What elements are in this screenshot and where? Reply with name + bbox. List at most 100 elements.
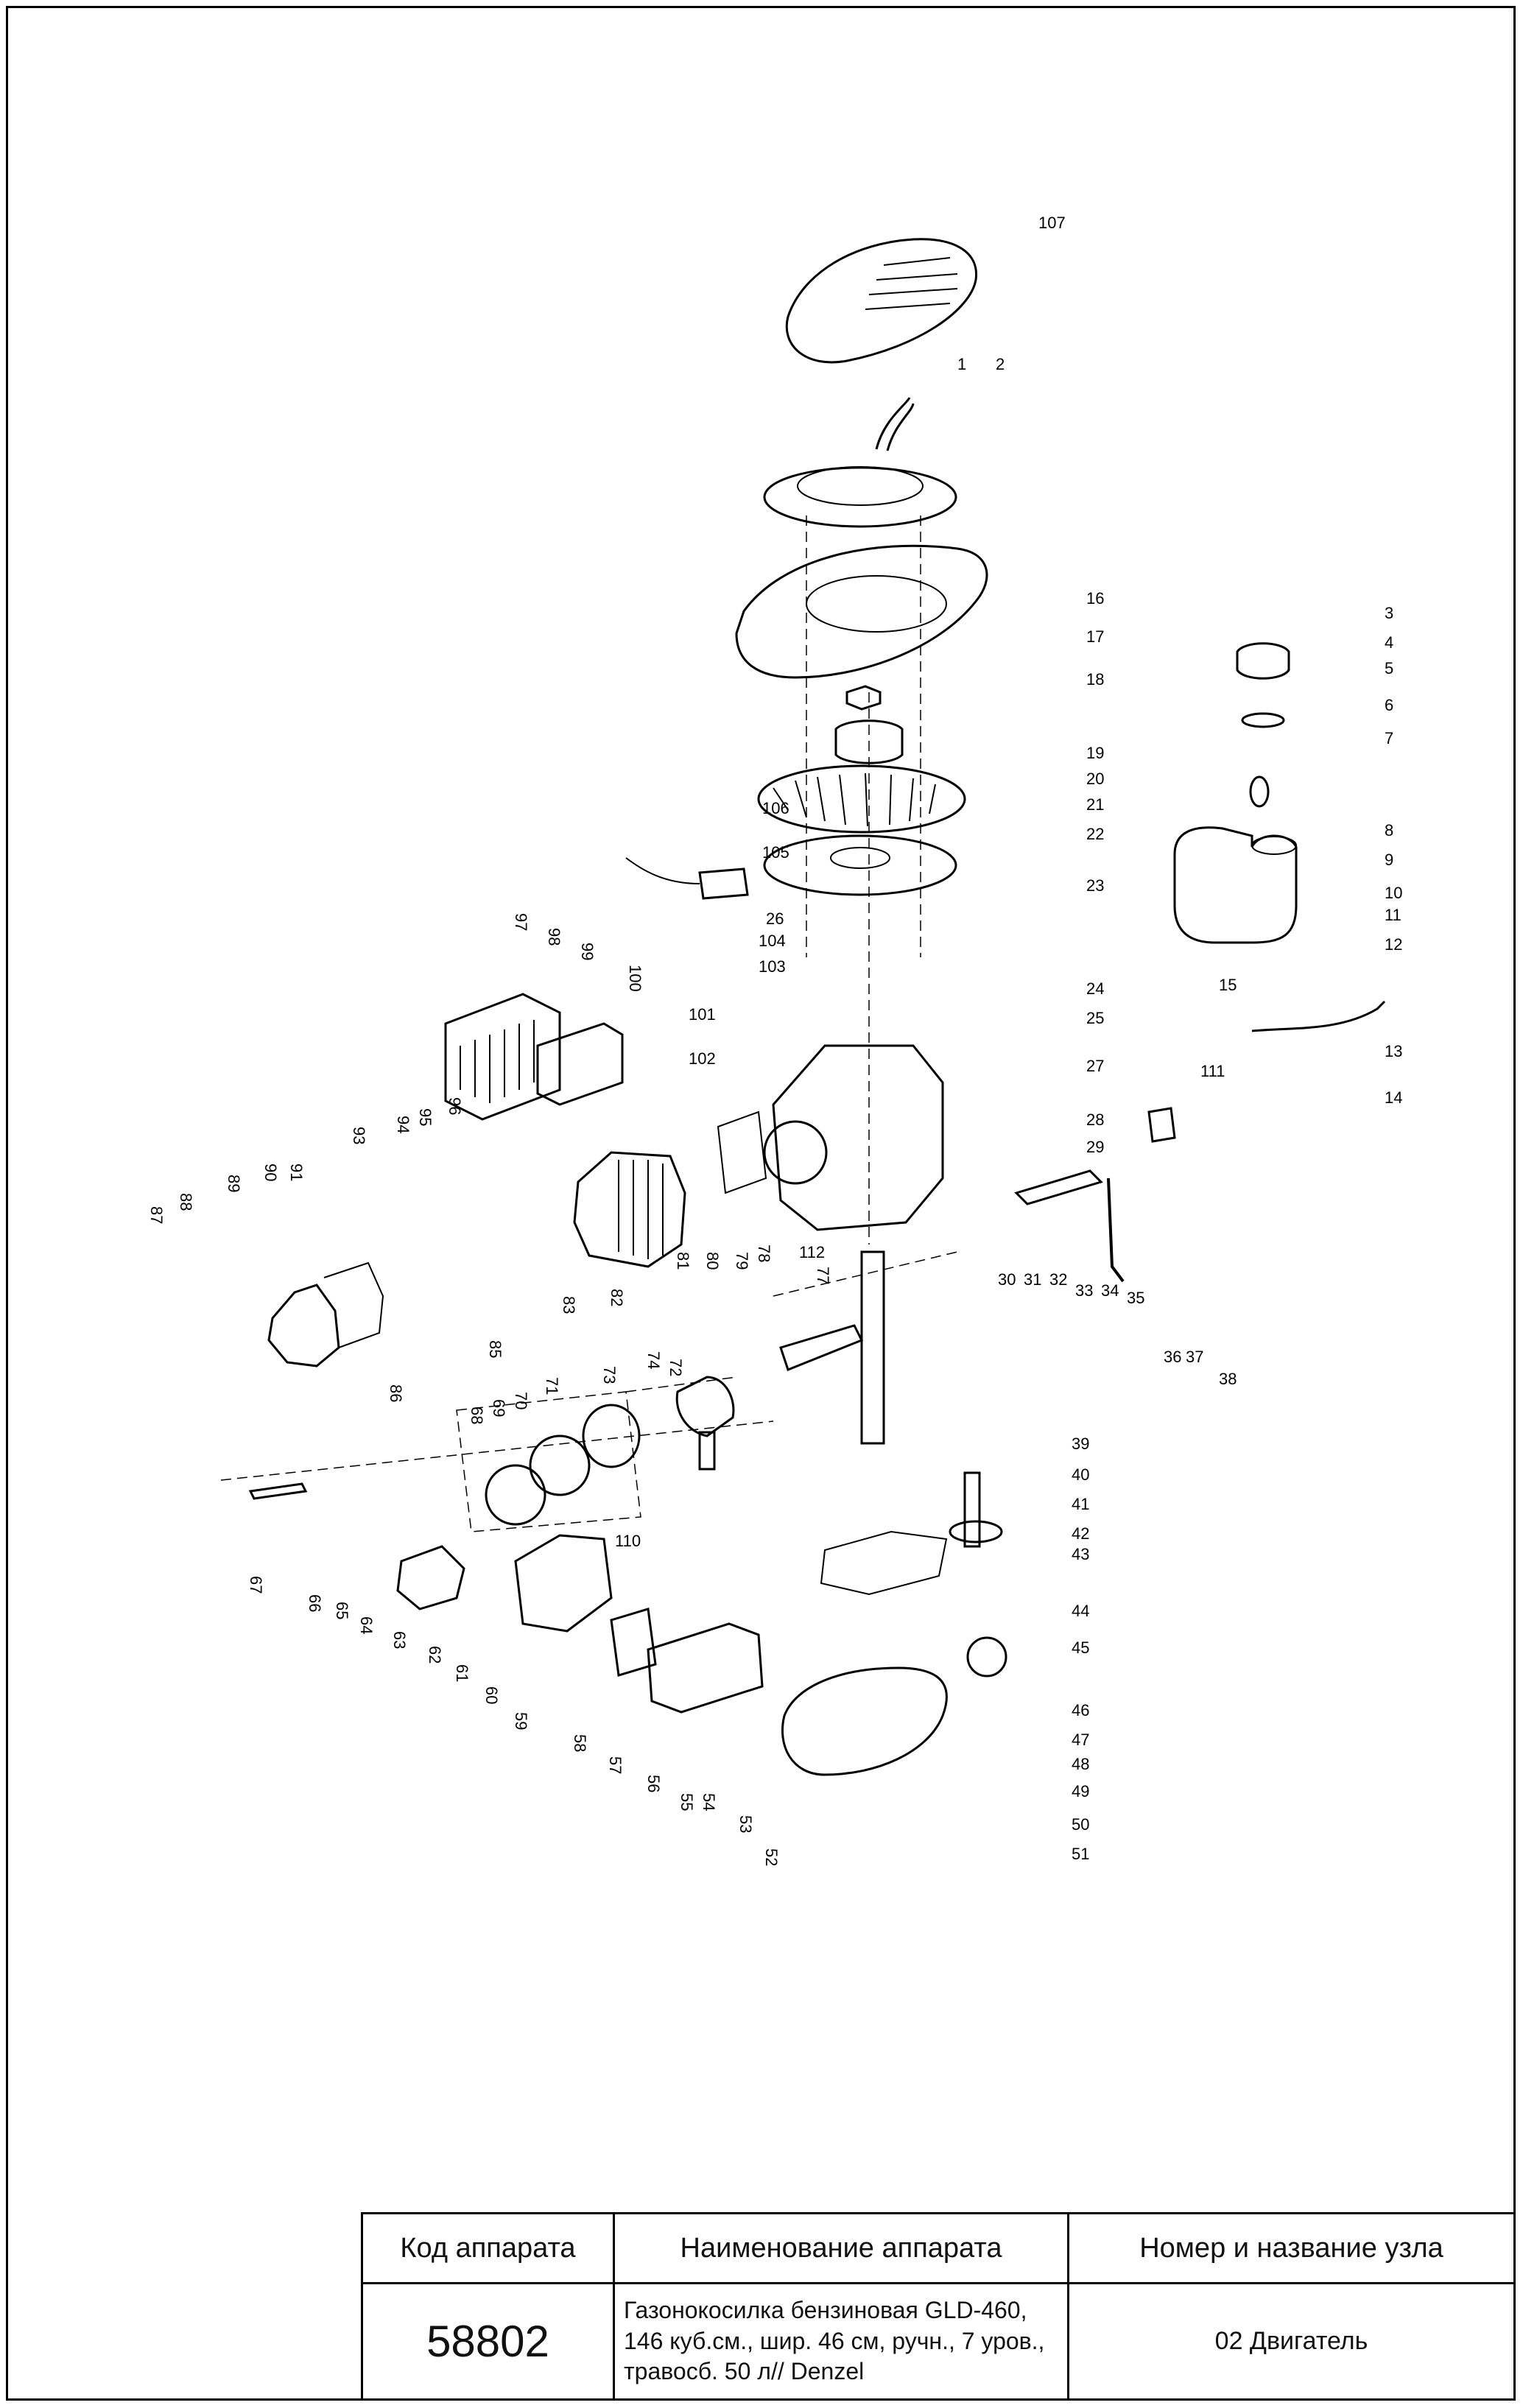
callout-55: 55 [678, 1793, 696, 1811]
callout-103: 103 [759, 957, 786, 976]
callout-74: 74 [644, 1351, 663, 1369]
callout-83: 83 [560, 1296, 578, 1314]
callout-85: 85 [486, 1340, 504, 1358]
header-code: Код аппарата [361, 2212, 615, 2284]
callout-43: 43 [1072, 1545, 1089, 1563]
callout-80: 80 [703, 1252, 722, 1270]
callout-79: 79 [733, 1252, 751, 1270]
callout-95: 95 [416, 1108, 435, 1126]
callout-56: 56 [644, 1775, 663, 1792]
piston-group-outline-110 [456, 1376, 737, 1532]
callout-30: 30 [998, 1270, 1016, 1289]
callout-15: 15 [1219, 976, 1237, 994]
spark-plug-wire [625, 857, 700, 884]
piston-pin-72 [698, 1431, 716, 1471]
insulator-gasket-67 [248, 1482, 308, 1500]
carb-group-outline [220, 1251, 958, 1481]
governor-arm-28 [1014, 1169, 1103, 1205]
callout-104: 104 [759, 932, 786, 950]
valve-cover-gasket-88 [323, 1261, 384, 1348]
fan-shroud-16 [735, 544, 988, 679]
piston-74 [675, 1376, 735, 1437]
callout-36: 36 [1164, 1348, 1181, 1366]
drawing-frame [6, 6, 1516, 2401]
callout-59: 59 [512, 1712, 530, 1730]
callout-52: 52 [762, 1848, 781, 1866]
muffler-guard-98 [444, 993, 561, 1121]
callout-37: 37 [1186, 1348, 1203, 1366]
callout-1: 1 [957, 355, 966, 373]
device-name: Газонокосилка бензиновая GLD-460, 146 ку… [613, 2282, 1069, 2401]
air-filter-element-57 [610, 1608, 657, 1677]
fuel-line-13 [1251, 1000, 1386, 1032]
callout-94: 94 [394, 1116, 412, 1133]
callout-53: 53 [736, 1815, 755, 1833]
flywheel-20-hub [830, 847, 890, 869]
air-filter-cover-56 [647, 1622, 764, 1714]
callout-49: 49 [1072, 1782, 1089, 1800]
carburetor-62 [396, 1545, 465, 1610]
callout-48: 48 [1072, 1755, 1089, 1773]
callout-64: 64 [357, 1616, 376, 1634]
flywheel-20 [763, 834, 957, 896]
callout-107: 107 [1038, 214, 1066, 232]
assembly-guide-lines [806, 515, 921, 1245]
callout-50: 50 [1072, 1815, 1089, 1834]
callout-6: 6 [1385, 696, 1393, 714]
callout-98: 98 [545, 928, 563, 946]
flywheel-fan-19 [757, 764, 966, 834]
callout-102: 102 [689, 1049, 716, 1068]
tank-neck-10 [1251, 836, 1297, 855]
callout-45: 45 [1072, 1638, 1089, 1657]
callout-77: 77 [814, 1267, 832, 1284]
crankcase-cover-49 [781, 1666, 948, 1776]
callout-54: 54 [700, 1793, 718, 1811]
callout-8: 8 [1385, 821, 1393, 839]
callout-86: 86 [387, 1384, 405, 1402]
callout-4: 4 [1385, 633, 1393, 652]
governor-gear-45 [966, 1636, 1007, 1677]
cylinder-head-82-fins [618, 1160, 664, 1259]
cylinder-head-82 [573, 1151, 686, 1268]
flywheel-nut-17 [845, 685, 882, 711]
callout-9: 9 [1385, 851, 1393, 869]
callout-7: 7 [1385, 729, 1393, 747]
callout-39: 39 [1072, 1434, 1089, 1453]
recoil-starter-2 [763, 466, 957, 528]
cam-gear-41 [949, 1520, 1003, 1543]
callout-61: 61 [453, 1664, 471, 1682]
callout-3: 3 [1385, 604, 1393, 622]
callout-91: 91 [287, 1163, 306, 1181]
callout-2: 2 [996, 355, 1005, 373]
callout-16: 16 [1086, 589, 1104, 608]
governor-lever-35 [1107, 1177, 1125, 1283]
header-unit: Номер и название узла [1067, 2212, 1516, 2284]
callout-111: 111 [1200, 1062, 1225, 1080]
callout-34: 34 [1101, 1281, 1119, 1300]
callout-10: 10 [1385, 884, 1402, 902]
header-name: Наименование аппарата [613, 2212, 1069, 2284]
callout-105: 105 [762, 843, 789, 862]
connecting-rod-76 [779, 1324, 864, 1371]
bracket-111 [1147, 1107, 1176, 1143]
recoil-starter-2-inner [797, 466, 924, 506]
callout-100: 100 [626, 965, 644, 992]
muffler-99 [536, 1022, 624, 1106]
callout-46: 46 [1072, 1701, 1089, 1719]
callout-labels: 107 1 2 16 17 18 19 20 21 22 23 3 4 5 6 … [147, 214, 1402, 1866]
callout-58: 58 [571, 1734, 589, 1752]
callout-97: 97 [512, 913, 530, 931]
fan-shroud-16-opening [806, 575, 947, 633]
air-filter-base-59 [514, 1534, 613, 1633]
callout-89: 89 [225, 1175, 243, 1192]
callout-44: 44 [1072, 1602, 1089, 1620]
callout-42: 42 [1072, 1524, 1089, 1543]
engine-block-77 [772, 1044, 944, 1231]
callout-47: 47 [1072, 1731, 1089, 1749]
callout-68: 68 [468, 1407, 486, 1424]
camshaft-41 [963, 1471, 981, 1548]
callout-65: 65 [333, 1602, 351, 1619]
callout-21: 21 [1086, 795, 1104, 814]
callout-17: 17 [1086, 627, 1104, 646]
flywheel-fan-19-blades [773, 772, 936, 827]
